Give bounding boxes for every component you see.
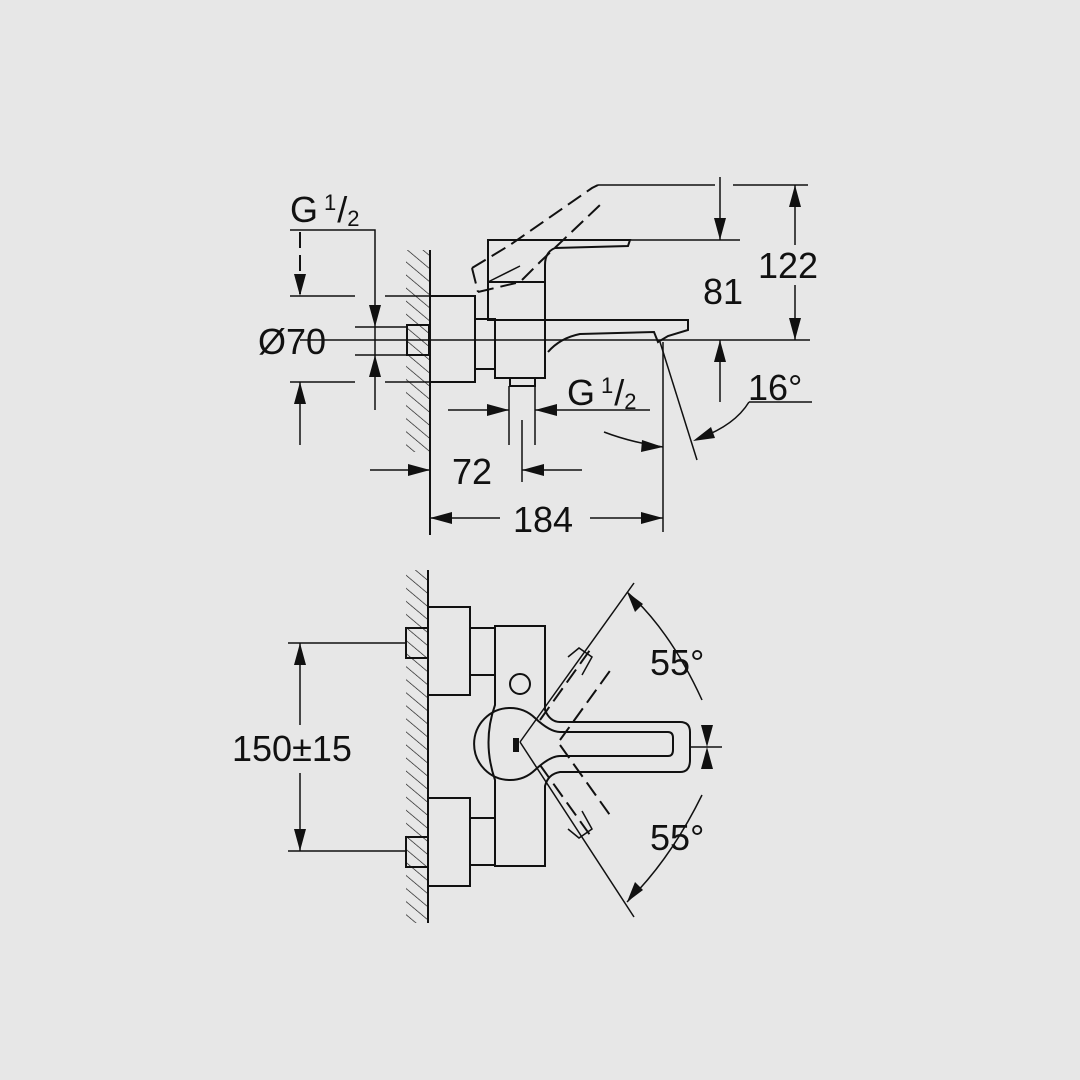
spout-angle-label: 16° [748,367,802,408]
spout-height-label: 81 [703,271,743,312]
diverter-knob [509,673,531,695]
lever [487,239,632,282]
lever-angle-down-label: 55° [650,817,704,858]
outlet-depth-label: 72 [452,451,492,492]
lower-rosette [427,797,471,887]
front-view: 55° 55° 150±15 [232,570,722,923]
connector [474,318,496,370]
rosette [429,295,476,383]
lever-raised-ghost [471,184,601,293]
lever-angle-up-label: 55° [650,642,704,683]
lever-handle [473,707,674,781]
total-height-label: 122 [758,245,818,286]
wall-hatch [406,250,430,452]
mixer-body [487,625,691,867]
cartridge-housing [487,281,546,321]
spout [545,319,689,353]
body [494,319,546,379]
wall-hatch [406,570,428,923]
upper-rosette [427,606,471,696]
indicator-icon [513,738,519,752]
rosette-diameter-label: Ø70 [258,321,326,362]
inlet-centres-label: 150±15 [232,728,352,769]
bottom-outlet [509,377,536,387]
projection-label: 184 [513,499,573,540]
